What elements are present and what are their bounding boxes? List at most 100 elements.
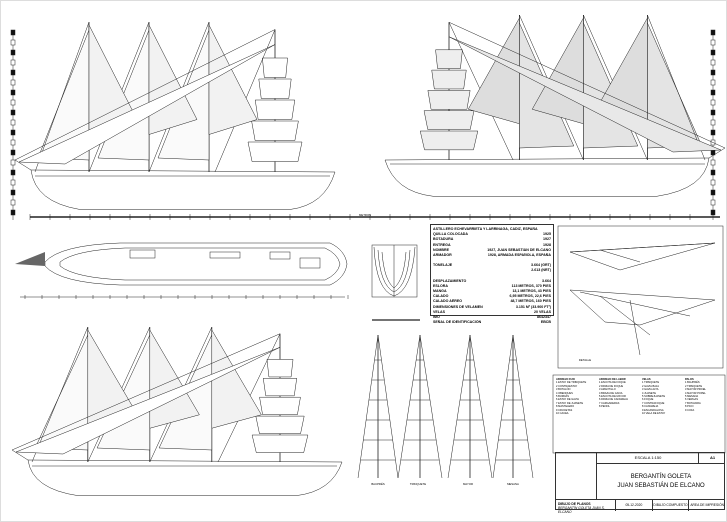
scale-segment	[10, 159, 16, 166]
spec-value: 48,7 METROS, 160 PIES	[510, 299, 551, 304]
print-area: AREA DE IMPRESIÓN	[688, 500, 725, 511]
spec-label: QUILLA COLOCADA	[433, 232, 469, 237]
scale-label: ESCALA 1:150	[596, 453, 699, 463]
scale-segment	[710, 189, 716, 196]
mast-caption: TRINQUETE	[409, 482, 427, 486]
square-sail	[435, 49, 463, 69]
square-sail	[258, 78, 292, 99]
title-block: ESCALA 1:150 A1 BERGANTÍN GOLETA JUAN SE…	[555, 452, 726, 514]
scale-segment	[10, 199, 16, 206]
legend-item: 6 ESTAY DE GAVIA	[556, 398, 580, 402]
deck-plan	[15, 242, 349, 299]
spec-value: 1927	[543, 237, 551, 242]
scale-segment	[710, 59, 716, 66]
legend-item: 4 OBENQUES	[556, 391, 573, 395]
length-ruler	[29, 214, 720, 220]
staysail	[211, 329, 262, 429]
sheet-size: A1	[698, 453, 726, 463]
spec-value: 13,1 METROS, 43 PIES	[512, 289, 551, 294]
shroud	[512, 334, 534, 479]
scale-segment	[710, 209, 716, 216]
scale-segment	[10, 149, 16, 156]
square-sail	[262, 378, 298, 397]
scale-segment	[710, 49, 716, 56]
spec-label: BOTADURA	[433, 237, 454, 242]
legend-item: 1 ESTAY DE TRINQUETE	[556, 381, 587, 385]
legend-item: 4 BRAZA DE GAVIA	[599, 391, 623, 395]
backstay	[31, 326, 89, 463]
legend-item: 10 CACEA	[556, 412, 569, 416]
legend-item: 5 MESANA	[685, 395, 699, 399]
ship-rigging-sails	[384, 14, 726, 197]
rigging-detail	[557, 225, 724, 369]
scale-segment	[710, 149, 716, 156]
spec-value: 1928, ARMADA ESPAÑOLA, ESPAÑA	[487, 253, 551, 258]
spec-row: ENTREGA 1928	[433, 243, 551, 248]
square-sail	[251, 120, 299, 141]
ship-profile-sails	[14, 21, 336, 210]
spec-label: CALADO AÉREO	[433, 299, 463, 304]
spec-value: 8642347	[537, 315, 551, 320]
scale-segment	[710, 129, 716, 136]
legend-item: 1 BAUPRÉS	[685, 381, 700, 385]
forestay	[448, 22, 726, 149]
scale-segment	[10, 29, 16, 36]
ruler-unit: METROS	[359, 213, 371, 217]
square-sail	[419, 130, 479, 151]
scale-segment	[710, 39, 716, 46]
scale-segment	[10, 89, 16, 96]
spec-row: ASTILLERO ECHEVARRIETA Y LARRINAGA, CADI…	[433, 227, 551, 232]
shroud	[469, 334, 493, 479]
scale-segment	[710, 119, 716, 126]
spec-label: ENTREGA	[433, 242, 451, 247]
spec-value: 6,95 METROS, 22,6 PIES	[509, 294, 551, 299]
scale-segment	[10, 129, 16, 136]
legend-item: 3 MAYOR PROEL	[685, 388, 706, 392]
legend-item: 8 MASTELERO	[556, 405, 575, 409]
right-height-scale	[710, 29, 716, 220]
date: 05-12-2020	[615, 500, 652, 511]
scale-segment	[10, 69, 16, 76]
ship-specifications-table: ASTILLERO ECHEVARRIETA Y LARRINAGA, CADI…	[430, 224, 554, 324]
legend-item: 8 CANGREJA	[642, 405, 659, 409]
legend-item: 1 ESCOTA DE FOQUE	[599, 381, 626, 385]
shroud	[492, 334, 514, 479]
spec-label: DIMENSIONES DE VELAMEN	[433, 304, 483, 309]
hull	[30, 169, 336, 210]
mast-caption: MESANA	[507, 482, 519, 486]
jib	[15, 347, 281, 455]
square-sail	[251, 434, 309, 453]
scale-segment	[10, 209, 16, 216]
spec-value: EBCB	[540, 320, 551, 325]
backstay	[647, 14, 706, 161]
scale-segment	[10, 59, 16, 66]
title-line-1: BERGANTÍN GOLETA	[630, 474, 692, 480]
spec-label: ASTILLERO ECHEVARRIETA Y LARRINAGA, CADI…	[433, 227, 538, 231]
scale-segment	[10, 179, 16, 186]
shroud	[357, 334, 379, 479]
bowsprit	[14, 159, 32, 171]
scale-segment	[10, 169, 16, 176]
spec-row: CALADO AÉREO 48,7 METROS, 160 PIES	[433, 299, 551, 304]
staysail	[467, 17, 520, 125]
spec-label: TONELAJE	[433, 263, 453, 268]
scale-segment	[10, 99, 16, 106]
spec-label: VELAS	[433, 309, 445, 314]
square-sail	[423, 110, 475, 130]
scale-segment	[710, 199, 716, 206]
legend-item: 6 DRIZA DE CANGREJA	[599, 398, 628, 402]
spec-label: DESPLAZAMIENTO	[433, 278, 467, 283]
spec-value: 1928	[543, 242, 551, 247]
shroud	[397, 334, 421, 479]
